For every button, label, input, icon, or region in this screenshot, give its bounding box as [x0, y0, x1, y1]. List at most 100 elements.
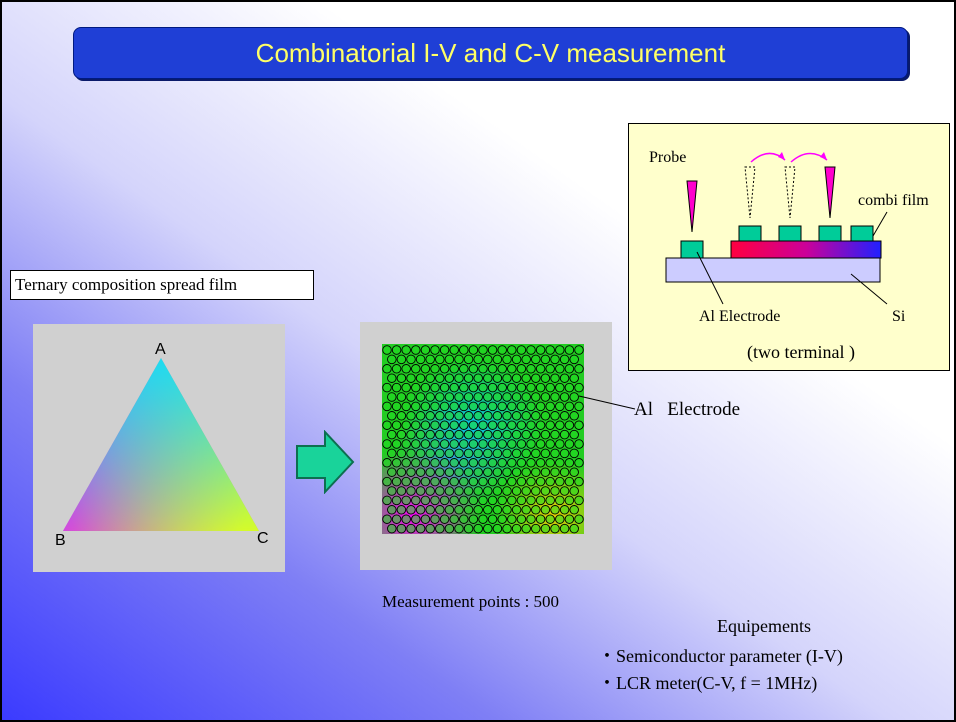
vertex-a-label: A: [155, 341, 166, 358]
electrode-dot: [478, 401, 488, 412]
page-title: Combinatorial I-V and C-V measurement: [73, 27, 908, 79]
electrode-dot: [521, 486, 531, 496]
electrode-dot: [540, 448, 551, 459]
electrode-dot: [574, 495, 584, 506]
electrode-dot: [396, 467, 407, 477]
electrode-dot: [406, 373, 416, 383]
electrode-dot: [550, 429, 560, 440]
electrode-dot: [487, 364, 498, 374]
electrode-dot: [463, 373, 474, 383]
electrode-dot: [463, 411, 474, 421]
vertex-c-label: C: [257, 530, 269, 547]
electrode-dot: [531, 505, 541, 515]
electrode-dot: [559, 467, 570, 477]
si-substrate: [665, 257, 881, 283]
electrode-dot: [391, 401, 402, 412]
al-electrode-inset-label: Al Electrode: [699, 308, 781, 325]
si-label: Si: [892, 308, 906, 325]
equipment-title: Equipements: [717, 616, 811, 636]
electrode-dot: [550, 467, 560, 477]
electrode-dot: [545, 420, 555, 430]
electrode-dot: [540, 411, 551, 421]
electrode-dot: [396, 429, 407, 440]
electrode-dot: [516, 420, 527, 430]
electrode-dot: [473, 505, 483, 515]
electrode-dot: [555, 439, 565, 449]
electrode-dot: [545, 514, 555, 524]
electrode-dot: [387, 392, 397, 402]
electrode-dot: [420, 345, 431, 355]
electrode-dot: [411, 476, 421, 487]
electrode-dot: [439, 495, 450, 506]
electrode-dot: [459, 495, 469, 506]
electrode-dot: [564, 514, 575, 524]
electrode-dot: [444, 467, 455, 477]
electrode-dot: [516, 514, 527, 524]
electrode-dot: [531, 486, 541, 496]
electrode-dot: [401, 495, 411, 506]
electrode-dot: [545, 345, 555, 355]
electrode-dot: [540, 523, 551, 534]
electrode-dot: [463, 429, 474, 440]
electrode-dot: [401, 514, 411, 524]
electrode-dot: [497, 458, 507, 468]
ternary-triangle-diagram: A B C: [55, 341, 269, 549]
electrode-dot: [555, 514, 565, 524]
electrode-dot: [507, 382, 517, 393]
film-electrode-pad: [738, 225, 762, 242]
electrode-dot: [382, 439, 392, 449]
electrode-dot: [444, 486, 455, 496]
electrode-dot: [531, 523, 541, 534]
electrode-dot: [478, 495, 488, 506]
film-label: Ternary composition spread film: [10, 270, 314, 300]
electrode-dot: [430, 401, 440, 412]
electrode-dot: [531, 467, 541, 477]
electrode-dot: [449, 495, 459, 506]
electrode-dot: [483, 448, 493, 459]
electrode-dot: [559, 392, 570, 402]
electrode-dot: [415, 373, 426, 383]
electrode-dot: [420, 420, 431, 430]
electrode-dot: [487, 495, 498, 506]
electrode-dot: [439, 382, 450, 393]
electrode-dot: [574, 458, 584, 468]
electrode-dot: [430, 458, 440, 468]
electrode-dot: [435, 505, 445, 515]
electrode-dot: [401, 382, 411, 393]
electrode-dot: [535, 420, 546, 430]
electrode-dot: [531, 373, 541, 383]
electrode-dot: [502, 486, 512, 496]
electrode-dot: [420, 364, 431, 374]
electrode-dot: [391, 439, 402, 449]
electrode-dot: [406, 392, 416, 402]
electrode-dot: [463, 448, 474, 459]
electrode-dot: [401, 458, 411, 468]
electrode-dot: [516, 382, 527, 393]
electrode-leader-line: [578, 395, 636, 410]
electrode-dot: [511, 354, 522, 365]
electrode-dot: [526, 382, 536, 393]
electrode-dot: [396, 392, 407, 402]
electrode-dot: [439, 364, 450, 374]
page-title-text: Combinatorial I-V and C-V measurement: [255, 37, 726, 68]
electrode-dot: [487, 401, 498, 412]
electrode-dot: [483, 467, 493, 477]
electrode-dot: [435, 354, 445, 365]
electrode-dot: [574, 401, 584, 412]
electrode-dot: [425, 486, 435, 496]
electrode-dot: [449, 420, 459, 430]
electrode-dot: [555, 476, 565, 487]
electrode-dot: [411, 458, 421, 468]
electrode-dot: [473, 411, 483, 421]
electrode-dot: [478, 345, 488, 355]
electrode-dot: [454, 354, 464, 365]
electrode-dot: [435, 467, 445, 477]
electrode-dot: [382, 345, 392, 355]
electrode-dots: [382, 345, 584, 534]
electrode-dot: [574, 439, 584, 449]
electrode-dot: [521, 354, 531, 365]
electrode-dot: [511, 411, 522, 421]
electrode-dot: [454, 411, 464, 421]
electrode-dot: [401, 345, 411, 355]
al-electrode-label-text: Al Electrode: [634, 399, 741, 420]
